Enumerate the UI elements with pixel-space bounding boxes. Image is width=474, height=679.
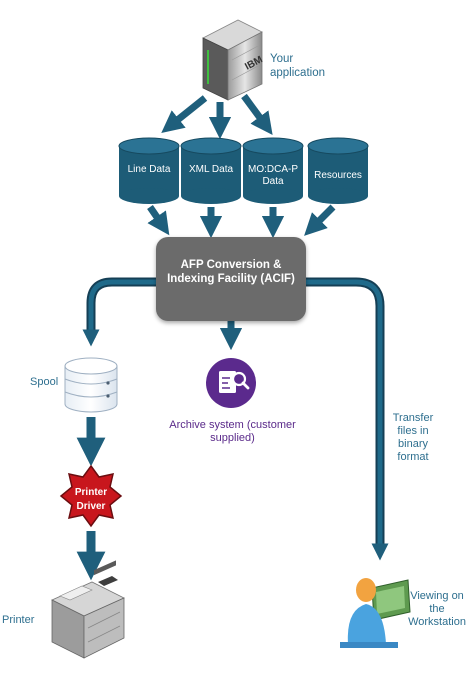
transfer-label: Transfer files in binary format	[392, 412, 434, 463]
workstation-user-icon	[340, 578, 411, 648]
edge-app-modca-data	[241, 93, 273, 136]
edge-line-data-acif	[147, 205, 170, 236]
line-data-label: Line Data	[127, 164, 171, 175]
printer-driver-label: Printer Driver	[74, 487, 108, 512]
cylinder-line-data	[118, 137, 180, 204]
app-arrows	[161, 93, 273, 140]
printer-driver-shape	[59, 464, 123, 528]
acif-label: AFP Conversion & Indexing Facility (ACIF…	[167, 259, 295, 285]
edge-acif-spool	[86, 277, 156, 338]
application-label: Your application	[270, 53, 325, 79]
modca-data-label: MO:DCA-P Data	[248, 164, 298, 187]
edge-app-line-data	[161, 95, 208, 133]
xml-data-label: XML Data	[188, 164, 234, 175]
workstation-label: Viewing on the Workstation	[408, 590, 466, 628]
acif-out-arrows	[82, 277, 389, 561]
printer-label: Printer	[2, 614, 35, 626]
printer-icon	[51, 560, 125, 659]
server-icon: IBM	[202, 19, 265, 101]
document-search-icon	[206, 358, 256, 408]
edge-resources-acif	[304, 204, 336, 236]
cylinder-modca-data	[242, 137, 304, 204]
edge-acif-workstation	[306, 277, 385, 550]
spool-label: Spool	[30, 376, 59, 388]
data-arrows	[147, 204, 336, 239]
acif-box	[156, 237, 306, 321]
spool-icon	[64, 357, 118, 413]
resources-label: Resources	[314, 170, 362, 181]
archive-label: Archive system (customer supplied)	[169, 419, 296, 444]
cylinder-resources	[307, 137, 369, 204]
cylinder-xml-data	[180, 137, 242, 204]
